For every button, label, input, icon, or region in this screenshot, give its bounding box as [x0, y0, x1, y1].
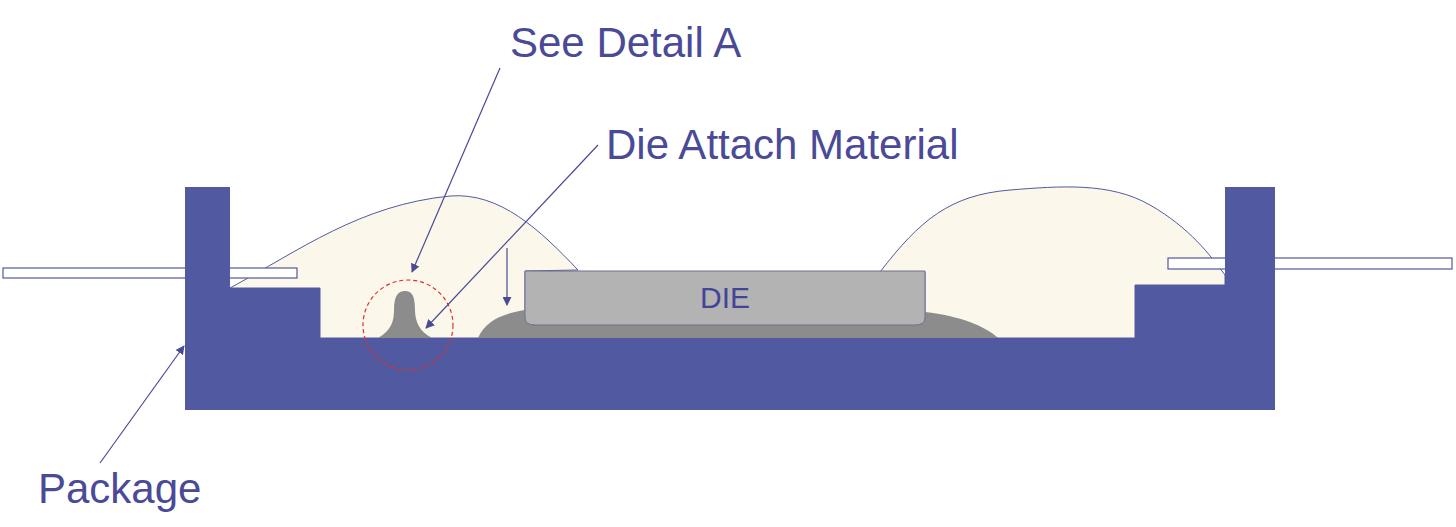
die-label: DIE [700, 283, 750, 313]
die [525, 271, 925, 325]
leader-line [426, 145, 598, 328]
leader-line [412, 68, 500, 272]
die-attach-bump [378, 291, 432, 338]
callout-label: See Detail A [510, 22, 741, 64]
arrow [506, 248, 507, 305]
leader-line [100, 346, 184, 463]
lead [1168, 258, 1452, 269]
part-label: Die Attach Material [606, 124, 959, 166]
package-body [185, 187, 1275, 410]
lead [3, 268, 297, 278]
detail-circle [363, 280, 453, 370]
part-label: Package [38, 468, 201, 510]
die-box: DIE [525, 271, 925, 325]
